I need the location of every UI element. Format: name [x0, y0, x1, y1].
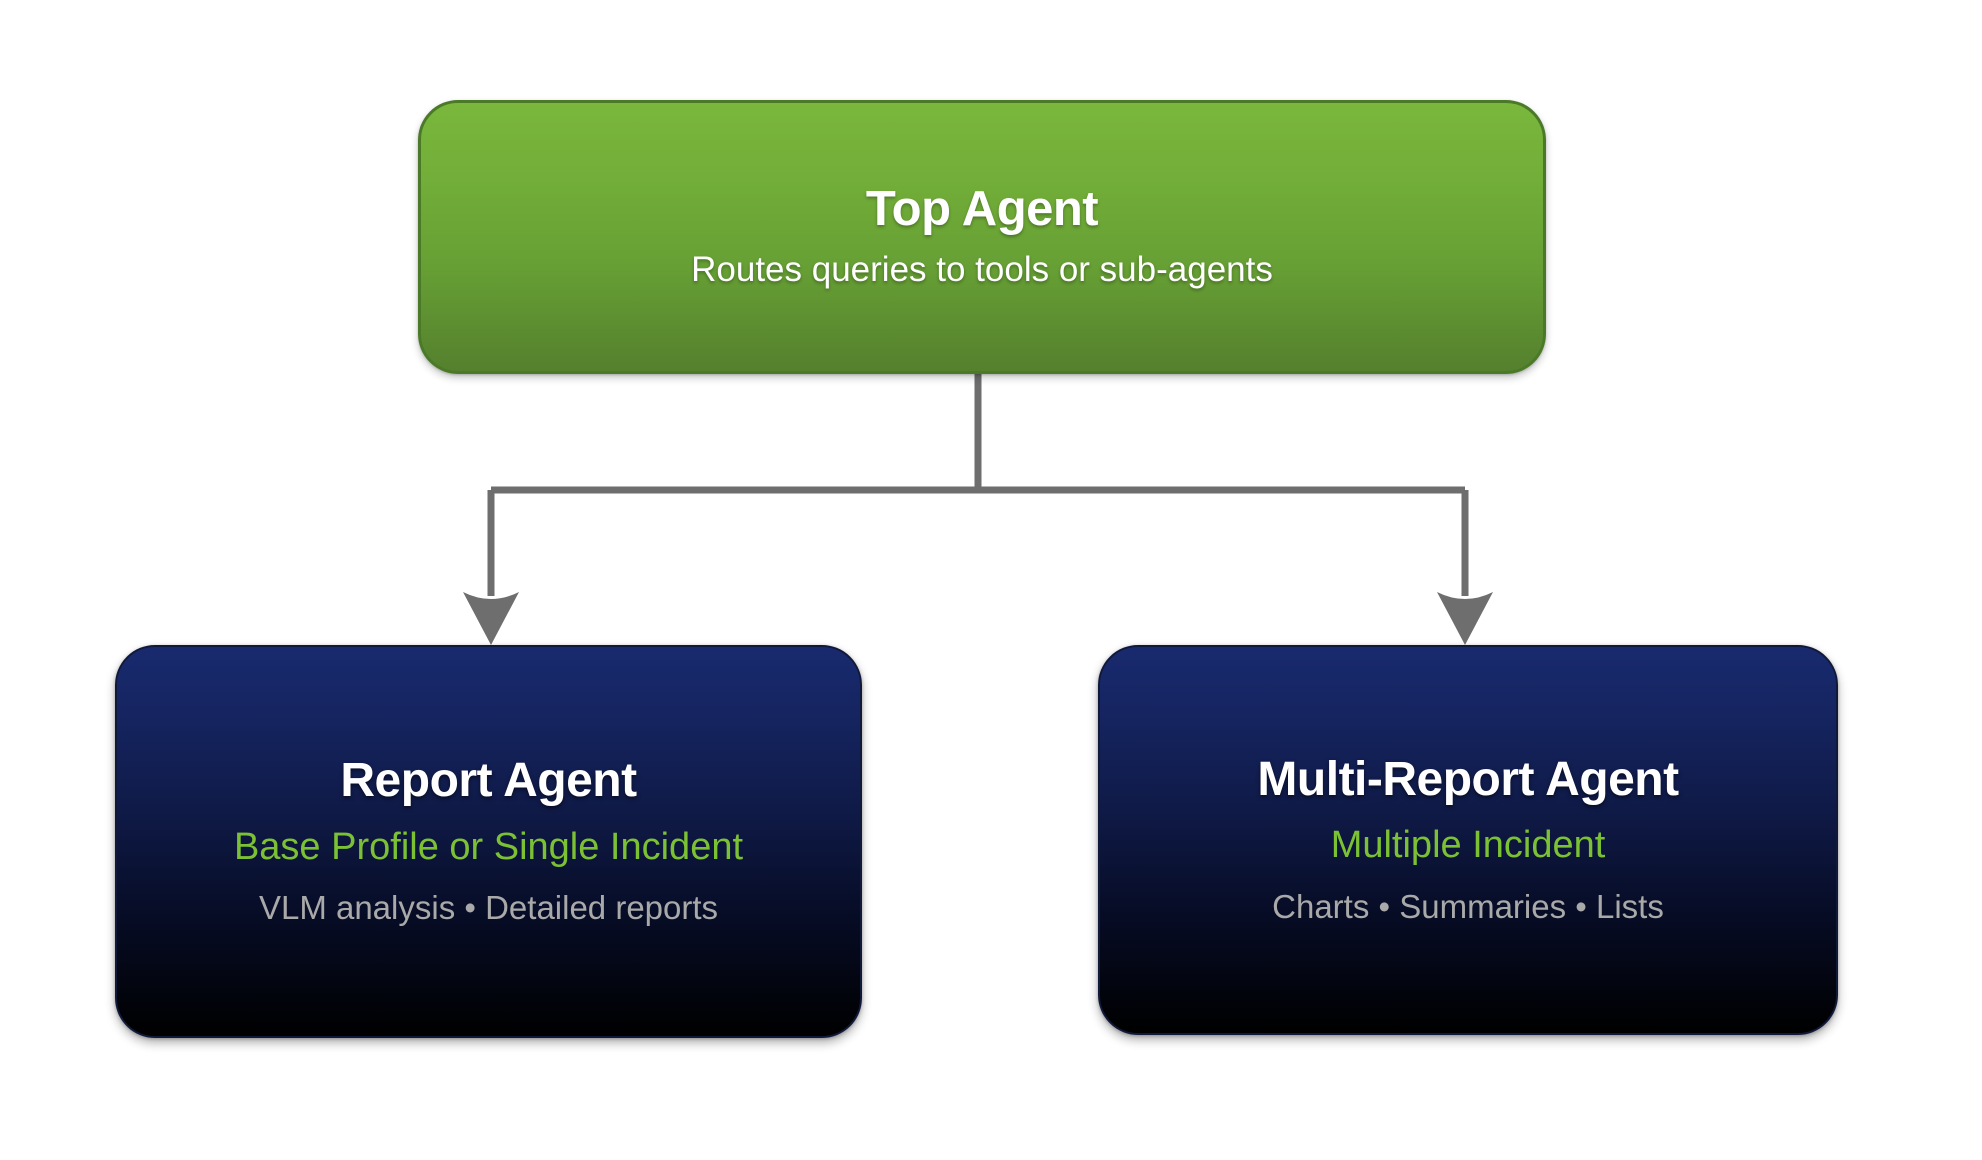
arrowhead-right-icon — [1437, 592, 1493, 645]
node-multi-report-agent-tagline: Multiple Incident — [1330, 824, 1606, 867]
node-multi-report-agent-title: Multi-Report Agent — [1257, 752, 1679, 806]
node-report-agent-title: Report Agent — [340, 754, 637, 808]
node-top-agent[interactable]: Top Agent Routes queries to tools or sub… — [418, 100, 1546, 374]
node-report-agent-tagline: Base Profile or Single Incident — [233, 825, 744, 868]
node-multi-report-agent[interactable]: Multi-Report Agent Multiple Incident Cha… — [1098, 645, 1838, 1035]
node-multi-report-agent-meta: Charts • Summaries • Lists — [1272, 887, 1664, 925]
node-top-agent-title: Top Agent — [865, 182, 1099, 237]
node-top-agent-subtitle: Routes queries to tools or sub-agents — [691, 250, 1273, 290]
arrowhead-left-icon — [463, 592, 519, 645]
node-report-agent[interactable]: Report Agent Base Profile or Single Inci… — [115, 645, 862, 1038]
node-report-agent-meta: VLM analysis • Detailed reports — [258, 889, 719, 927]
